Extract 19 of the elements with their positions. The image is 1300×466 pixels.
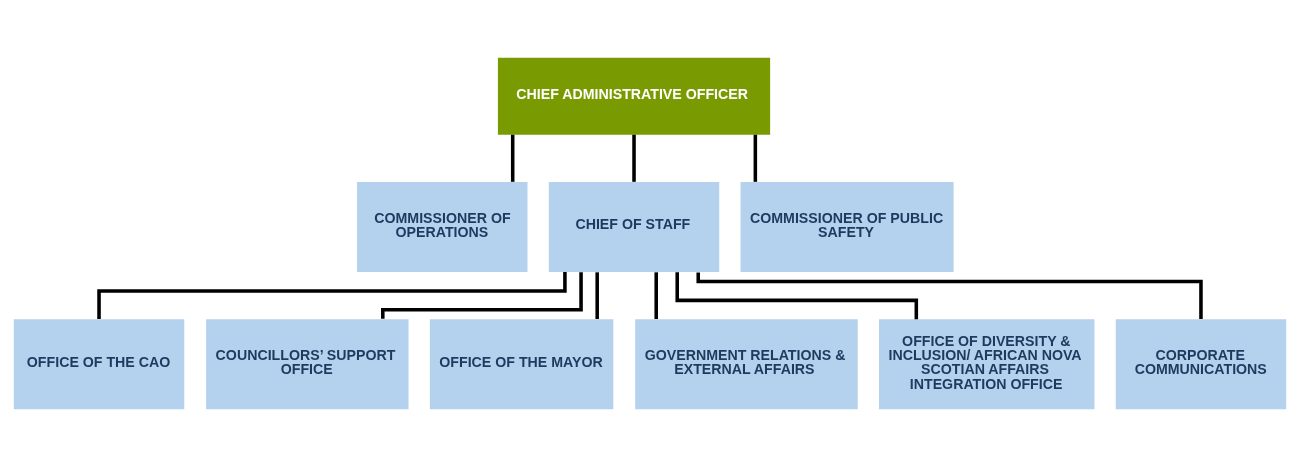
connector xyxy=(381,271,583,319)
node-box: OFFICE OF THE MAYOR xyxy=(429,318,614,409)
connector xyxy=(654,271,658,319)
node-box: CHIEF OF STAFF xyxy=(548,181,720,272)
node-box: GOVERNMENT RELATIONS & EXTERNAL AFFAIRS xyxy=(635,318,858,409)
connector xyxy=(595,271,599,319)
node-box: OFFICE OF THE CAO xyxy=(13,318,185,409)
node-box: COMMISSIONER OF PUBLIC SAFETY xyxy=(740,181,954,272)
node-box: CHIEF ADMINISTRATIVE OFFICER xyxy=(497,57,771,135)
connector xyxy=(97,271,567,319)
node-box: OFFICE OF DIVERSITY & INCLUSION/ AFRICAN NOVA SCOTIAN AFFAIRS INTEGRATION OFFICE xyxy=(879,318,1095,409)
connector xyxy=(696,271,1203,319)
node-box: COMMISSIONER OF OPERATIONS xyxy=(357,181,528,272)
connector xyxy=(753,134,758,182)
connector xyxy=(510,134,515,182)
node-box: COUNCILLORS’ SUPPORT OFFICE xyxy=(206,318,409,409)
node-box: CORPORATE COMMUNICATIONS xyxy=(1115,318,1287,409)
connector xyxy=(632,134,636,182)
connector xyxy=(675,271,919,319)
